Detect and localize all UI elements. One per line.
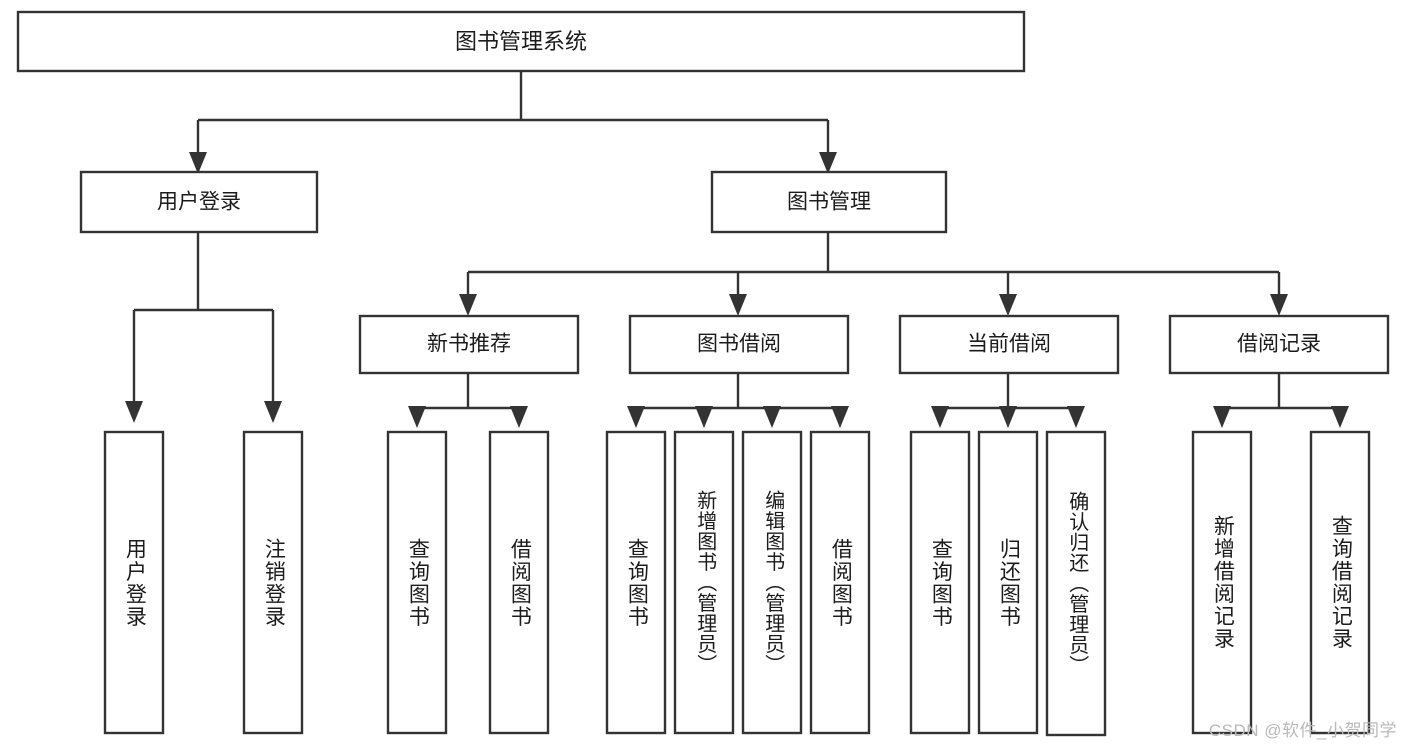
arrowhead-leaf-add-record (1213, 406, 1231, 428)
arrowhead-book-borrow (729, 294, 747, 316)
node-leaf-query-book-3-box[interactable] (909, 430, 971, 735)
node-user-login[interactable]: 用户登录 (79, 170, 319, 234)
node-user-login-label: 用户登录 (157, 191, 241, 214)
node-leaf-edit-book-box[interactable] (741, 430, 803, 735)
arrowhead-new-book-recommend (459, 294, 477, 316)
node-leaf-return-book-box[interactable] (977, 430, 1039, 735)
node-leaf-edit-book[interactable]: 编辑图书（管理员） (741, 430, 803, 735)
node-leaf-return-book-label: 归还图书 (997, 537, 1021, 628)
node-current-borrow[interactable]: 当前借阅 (898, 314, 1120, 375)
node-leaf-query-book-1[interactable]: 查询图书 (386, 430, 448, 735)
node-leaf-logout-login-box[interactable] (242, 430, 304, 735)
node-leaf-query-book-2[interactable]: 查询图书 (605, 430, 667, 735)
node-leaf-add-record[interactable]: 新增借阅记录 (1191, 430, 1253, 735)
node-leaf-query-book-2-box[interactable] (605, 430, 667, 735)
arrowhead-leaf-edit-book (763, 406, 781, 428)
node-leaf-borrow-book-1-label: 借阅图书 (508, 537, 532, 628)
node-leaf-edit-book-label: 编辑图书（管理员） (761, 490, 784, 675)
arrowhead-borrow-record (1270, 294, 1288, 316)
node-leaf-user-login-box[interactable] (103, 430, 165, 735)
arrowhead-leaf-add-book (695, 406, 713, 428)
node-book-borrow-box[interactable] (628, 314, 850, 375)
node-book-management-label: 图书管理 (787, 191, 871, 214)
node-new-book-recommend-box[interactable] (358, 314, 580, 375)
node-leaf-query-book-1-label: 查询图书 (406, 537, 430, 628)
node-leaf-confirm-return[interactable]: 确认归还（管理员） (1045, 430, 1107, 737)
arrowhead-leaf-query-book-2 (627, 406, 645, 428)
node-current-borrow-label: 当前借阅 (967, 333, 1051, 356)
node-leaf-add-book[interactable]: 新增图书（管理员） (673, 430, 735, 735)
node-book-management[interactable]: 图书管理 (710, 170, 948, 234)
connector-layer (125, 71, 1349, 428)
arrowhead-user-login (189, 152, 207, 174)
node-leaf-borrow-book-2-label: 借阅图书 (829, 537, 853, 628)
node-leaf-confirm-return-box[interactable] (1045, 430, 1107, 737)
arrowhead-leaf-query-book-3 (931, 406, 949, 428)
node-leaf-borrow-book-1-box[interactable] (488, 430, 550, 735)
arrowhead-book-management (819, 152, 837, 174)
node-leaf-borrow-book-2-box[interactable] (809, 430, 871, 735)
node-leaf-query-book-3-label: 查询图书 (929, 537, 953, 628)
node-borrow-record-box[interactable] (1168, 314, 1390, 375)
node-leaf-add-book-label: 新增图书（管理员） (693, 490, 716, 675)
arrowhead-leaf-query-record (1331, 406, 1349, 428)
node-borrow-record-label: 借阅记录 (1237, 333, 1321, 356)
node-current-borrow-box[interactable] (898, 314, 1120, 375)
node-user-login-box[interactable] (79, 170, 319, 234)
arrowhead-leaf-query-book-1 (408, 406, 426, 428)
node-leaf-query-book-1-box[interactable] (386, 430, 448, 735)
node-leaf-borrow-book-1[interactable]: 借阅图书 (488, 430, 550, 735)
node-leaf-return-book[interactable]: 归还图书 (977, 430, 1039, 735)
node-new-book-recommend-label: 新书推荐 (427, 333, 511, 356)
node-leaf-query-book-2-label: 查询图书 (625, 537, 649, 628)
node-leaf-borrow-book-2[interactable]: 借阅图书 (809, 430, 871, 735)
node-leaf-logout-login-label: 注销登录 (262, 537, 286, 628)
node-leaf-query-record-label: 查询借阅记录 (1329, 515, 1353, 650)
arrowhead-current-borrow (999, 294, 1017, 316)
node-new-book-recommend[interactable]: 新书推荐 (358, 314, 580, 375)
node-leaf-query-book-3[interactable]: 查询图书 (909, 430, 971, 735)
node-leaf-query-record-box[interactable] (1309, 430, 1371, 735)
arrowhead-leaf-confirm-return (1067, 406, 1085, 428)
node-leaf-add-record-label: 新增借阅记录 (1211, 515, 1235, 650)
node-root-label: 图书管理系统 (455, 29, 587, 54)
arrowhead-leaf-logout-login (264, 401, 282, 423)
node-book-management-box[interactable] (710, 170, 948, 234)
arrowhead-leaf-user-login (125, 401, 143, 423)
arrowhead-leaf-borrow-book-2 (831, 406, 849, 428)
node-leaf-logout-login[interactable]: 注销登录 (242, 430, 304, 735)
node-leaf-add-record-box[interactable] (1191, 430, 1253, 735)
node-leaf-confirm-return-label: 确认归还（管理员） (1065, 491, 1088, 676)
node-leaf-user-login[interactable]: 用户登录 (103, 430, 165, 735)
node-root-box[interactable] (16, 10, 1026, 73)
arrowhead-leaf-borrow-book-1 (510, 406, 528, 428)
node-borrow-record[interactable]: 借阅记录 (1168, 314, 1390, 375)
node-leaf-query-record[interactable]: 查询借阅记录 (1309, 430, 1371, 735)
node-book-borrow-label: 图书借阅 (697, 333, 781, 356)
node-leaf-user-login-label: 用户登录 (123, 537, 147, 628)
node-leaf-add-book-box[interactable] (673, 430, 735, 735)
node-root[interactable]: 图书管理系统 (16, 10, 1026, 73)
node-book-borrow[interactable]: 图书借阅 (628, 314, 850, 375)
arrowhead-leaf-return-book (999, 406, 1017, 428)
